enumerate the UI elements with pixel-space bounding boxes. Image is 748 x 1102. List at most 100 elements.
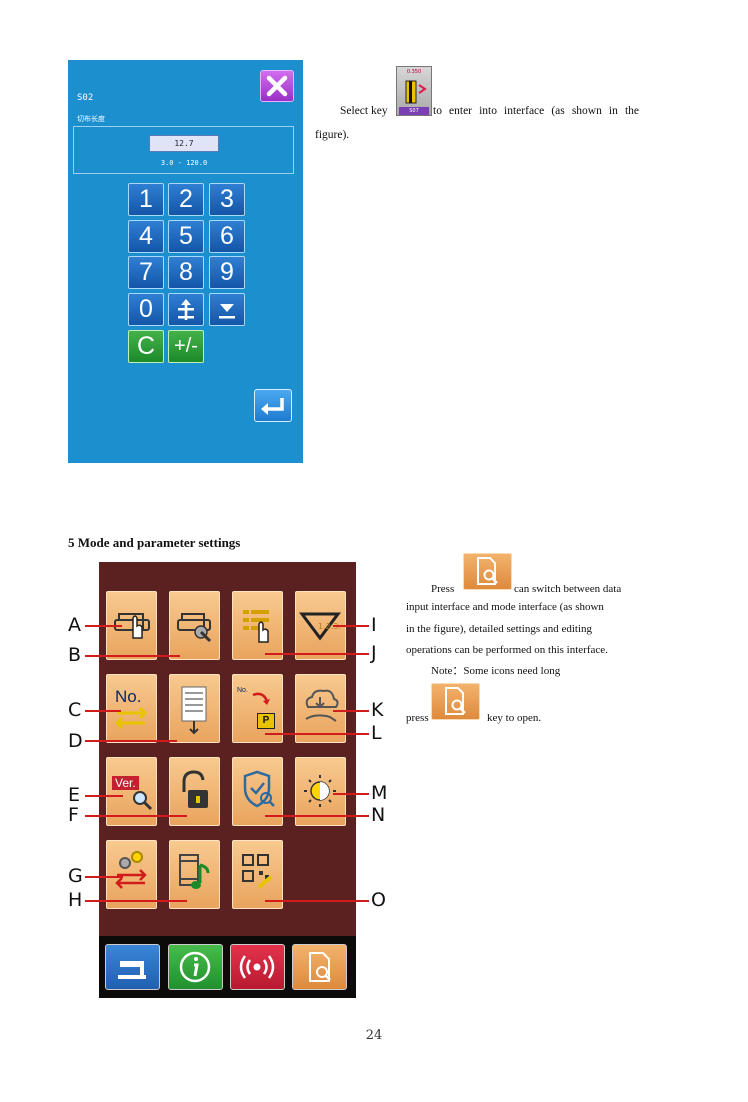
callout-o: O: [371, 889, 386, 911]
paragraph2-press: Press: [431, 583, 455, 595]
paragraph1-line2: figure).: [315, 129, 350, 141]
communication-button[interactable]: [230, 944, 285, 990]
page-number: 24: [365, 1028, 383, 1043]
sign-toggle-button[interactable]: +/-: [168, 330, 204, 363]
film-music-icon: [179, 854, 210, 889]
clear-button[interactable]: C: [128, 330, 164, 363]
mode-key-c[interactable]: No.: [106, 674, 157, 743]
document-search-icon: [477, 557, 498, 585]
cloud-hand-icon: [305, 689, 339, 722]
no-label: No.: [115, 687, 142, 706]
document-search-icon: [445, 687, 466, 715]
paragraph1-line1: to enter into interface (as shown in the: [433, 105, 639, 117]
down-arrow-icon: [219, 304, 235, 319]
numbering-label: 1.2.3.: [318, 622, 341, 631]
mode-key-j[interactable]: [232, 591, 283, 660]
cut-length-key-icon: 0.350 S07: [396, 66, 432, 116]
gears-transfer-icon: [115, 851, 147, 889]
unlock-icon: [182, 770, 208, 808]
mode-key-f[interactable]: [169, 757, 220, 826]
paragraph1-lead: Select key: [340, 105, 388, 117]
mode-key-d[interactable]: [169, 674, 220, 743]
callout-line-j: [265, 653, 369, 655]
value-frame: [73, 126, 294, 174]
callout-m: M: [371, 782, 388, 804]
callout-g: G: [68, 865, 83, 887]
value-input[interactable]: 12.7: [149, 135, 219, 152]
decrement-button[interactable]: [209, 293, 245, 326]
machine-settings-icon: [177, 613, 212, 643]
callout-line-g: [85, 876, 123, 878]
paragraph2-line3: in the figure), detailed settings and ed…: [406, 623, 593, 635]
close-button[interactable]: [260, 70, 294, 102]
mode-key-b[interactable]: [169, 591, 220, 660]
mode-interface-screen: 1.2.3. No. No. P Ver.: [99, 562, 356, 998]
callout-line-m: [333, 793, 369, 795]
callout-line-c: [85, 710, 121, 712]
parameter-name: 切布长度: [77, 115, 105, 123]
increment-button[interactable]: [168, 293, 204, 326]
mode-key-i[interactable]: 1.2.3.: [295, 591, 346, 660]
icon-bottom-code: S07: [399, 107, 429, 115]
key-7[interactable]: 7: [128, 256, 164, 289]
callout-i: I: [371, 614, 377, 636]
sewing-mode-button[interactable]: [105, 944, 160, 990]
section-heading: 5 Mode and parameter settings: [68, 535, 241, 550]
enter-button[interactable]: [254, 389, 292, 422]
mode-key-l[interactable]: No. P: [232, 674, 283, 743]
key-5[interactable]: 5: [168, 220, 204, 253]
switch-arrows-icon: [114, 706, 148, 730]
key-8[interactable]: 8: [168, 256, 204, 289]
mode-key-n[interactable]: [232, 757, 283, 826]
info-button[interactable]: [168, 944, 223, 990]
mode-key-g[interactable]: [106, 840, 157, 909]
sewing-machine-hand-icon: [114, 613, 150, 639]
mode-key-e[interactable]: Ver.: [106, 757, 157, 826]
info-icon: [179, 951, 211, 983]
key-6[interactable]: 6: [209, 220, 245, 253]
callout-line-n: [265, 815, 369, 817]
magnifier-icon: [133, 791, 153, 811]
callout-line-i: [333, 625, 369, 627]
callout-c: C: [68, 699, 82, 721]
no-small-label: No.: [237, 687, 248, 694]
key-3[interactable]: 3: [209, 183, 245, 216]
callout-d: D: [68, 730, 83, 752]
key-0[interactable]: 0: [128, 293, 164, 326]
register-pattern-icon: [252, 692, 270, 705]
key-1[interactable]: 1: [128, 183, 164, 216]
icon-top-value: 0.350: [406, 69, 422, 75]
mode-key-m[interactable]: [295, 757, 346, 826]
parameter-code: S02: [77, 93, 94, 103]
brightness-icon: [304, 775, 336, 807]
bottom-navigation-bar: [99, 936, 356, 998]
paragraph2-note: Note：Some icons need long: [431, 665, 561, 677]
sewing-machine-icon: [118, 961, 146, 979]
paragraph2-line4: operations can be performed on this inte…: [406, 644, 608, 656]
key-4[interactable]: 4: [128, 220, 164, 253]
mode-key-o[interactable]: [232, 840, 283, 909]
key-9[interactable]: 9: [209, 256, 245, 289]
callout-line-o: [265, 900, 369, 902]
mode-key-h[interactable]: [169, 840, 220, 909]
qr-code-icon: [242, 854, 273, 889]
callout-line-a: [85, 625, 122, 627]
callout-line-e: [85, 795, 123, 797]
data-mode-switch-button[interactable]: [292, 944, 347, 990]
callout-f: F: [68, 804, 79, 826]
p-label: P: [257, 713, 275, 729]
callout-b: B: [68, 644, 82, 666]
paragraph2-line6: key to open.: [487, 712, 542, 724]
shield-check-icon: [243, 770, 275, 808]
numbering-triangle-icon: [299, 612, 341, 641]
mode-key-k[interactable]: [295, 674, 346, 743]
callout-line-b: [85, 655, 180, 657]
key-2[interactable]: 2: [168, 183, 204, 216]
paragraph2-press-2: press: [406, 712, 429, 724]
pattern-grid-icon: [181, 686, 207, 735]
callout-n: N: [371, 804, 386, 826]
callout-a: A: [68, 614, 81, 636]
numeric-keypad-screen: S02 切布长度 12.7 3.0 - 120.0 1 2 3 4 5 6 7 …: [68, 60, 303, 463]
callout-line-h: [85, 900, 187, 902]
callout-h: H: [68, 889, 83, 911]
